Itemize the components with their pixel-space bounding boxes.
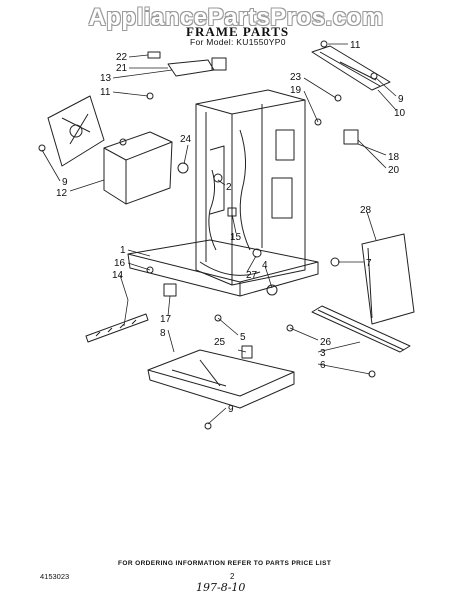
- page-number: 2: [230, 572, 235, 581]
- callout-label: 16: [114, 258, 126, 269]
- callout-label: 7: [366, 258, 372, 269]
- handwritten-note: 197-8-10: [196, 581, 246, 594]
- callout-label: 22: [116, 52, 128, 63]
- callout-label: 18: [388, 152, 400, 163]
- callout-label: 3: [320, 348, 326, 359]
- base-pan: [127, 239, 319, 297]
- leader-lines: [41, 43, 397, 425]
- bottom-tray: [147, 349, 295, 409]
- callout-label: 15: [230, 232, 242, 243]
- callout-label: 11: [350, 40, 361, 51]
- callout-label: 28: [360, 205, 372, 216]
- callout-label: 4: [262, 260, 268, 271]
- callout-label: 9: [398, 94, 404, 105]
- hardware-parts: [38, 40, 378, 430]
- ordering-note: FOR ORDERING INFORMATION REFER TO PARTS …: [118, 560, 332, 567]
- model-number: For Model: KU1550YP0: [190, 37, 286, 47]
- shroud: [103, 131, 173, 205]
- callout-label: 5: [240, 332, 246, 343]
- callout-labels: 22 21 13 11 11 23 19 9 10 24 18 20 9 12 …: [56, 40, 406, 415]
- callout-label: 17: [160, 314, 172, 325]
- callout-label: 24: [180, 134, 192, 145]
- callout-label: 26: [320, 337, 332, 348]
- front-rail: [311, 305, 411, 353]
- callout-label: 19: [290, 85, 302, 96]
- callout-label: 8: [160, 328, 166, 339]
- watermark-logo: AppliancePartsPros.com: [88, 4, 384, 31]
- callout-label: 20: [388, 165, 400, 176]
- callout-label: 27: [246, 270, 258, 281]
- callout-label: 9: [228, 404, 234, 415]
- callout-label: 14: [112, 270, 124, 281]
- grille-strip: [85, 313, 149, 343]
- side-panel: [361, 233, 415, 325]
- frame-tower: [195, 89, 306, 286]
- callout-label: 2: [226, 182, 232, 193]
- callout-label: 25: [214, 337, 226, 348]
- left-panel: [47, 95, 105, 167]
- callout-label: 6: [320, 360, 326, 371]
- diagram-title: FRAME PARTS: [186, 24, 290, 39]
- callout-label: 1: [120, 245, 126, 256]
- top-bracket: [311, 45, 391, 91]
- callout-label: 11: [100, 87, 111, 98]
- callout-label: 12: [56, 188, 68, 199]
- callout-label: 10: [394, 108, 406, 119]
- callout-label: 13: [100, 73, 112, 84]
- document-number: 4153023: [40, 572, 70, 581]
- callout-label: 23: [290, 72, 302, 83]
- callout-label: 21: [116, 63, 128, 74]
- callout-label: 9: [62, 177, 68, 188]
